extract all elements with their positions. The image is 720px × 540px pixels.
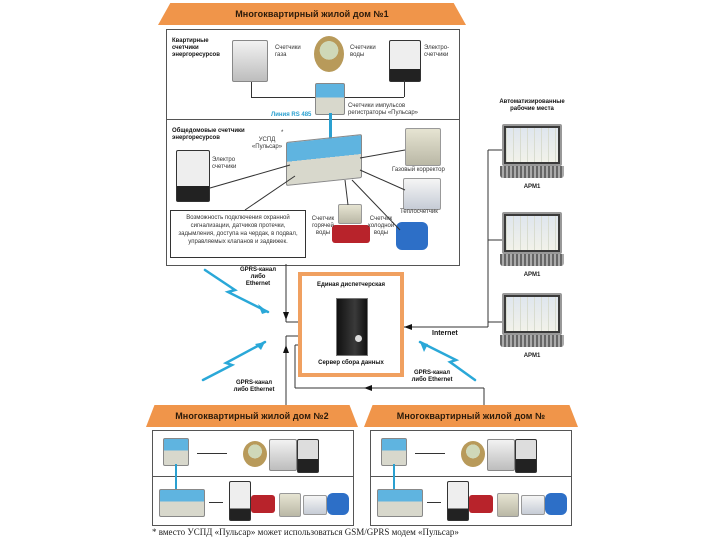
laptop-icon	[502, 212, 562, 254]
server-tower-icon	[336, 298, 368, 356]
common-electric-meter-icon	[176, 150, 210, 202]
building-n-title: Многоквартирный жилой дом №	[396, 411, 546, 421]
wire	[404, 80, 405, 97]
gas-corrector-icon	[279, 493, 301, 517]
gprs-bottom-right-label: GPRS-канал либо Ethernet	[411, 370, 453, 383]
workstations-heading: Автоматизированные рабочие места	[499, 99, 565, 112]
workstation-1[interactable]: АРМ1	[500, 124, 564, 190]
hot-water-meter-icon	[251, 495, 275, 513]
wireless-link-icon	[418, 340, 477, 382]
pulse-registrar-label: Счетчики импульсов регистраторы «Пульсар…	[348, 103, 418, 116]
electric-meter-icon	[389, 40, 421, 82]
building-1-banner: Многоквартирный жилой дом №1	[158, 3, 466, 25]
arrow-left-icon	[404, 324, 412, 330]
hot-water-meter-label: Счетчик горячей воды	[311, 216, 335, 236]
water-meter-icon	[461, 441, 485, 467]
water-meter-icon	[314, 36, 344, 72]
section-divider	[167, 119, 459, 120]
workstation-3[interactable]: АРМ1	[500, 293, 564, 359]
gas-meter-icon	[269, 439, 297, 471]
cold-water-meter-icon	[396, 222, 428, 250]
rs485-line	[175, 464, 177, 490]
arrow-line	[197, 453, 227, 454]
water-meter-label: Счетчики воды	[350, 45, 376, 58]
rs485-line	[329, 113, 332, 143]
arrow-left-icon	[364, 385, 372, 391]
uspd-icon	[159, 489, 205, 517]
uspd-asterisk: *	[281, 130, 284, 136]
gas-corrector-icon	[497, 493, 519, 517]
laptop-icon	[502, 124, 562, 166]
uspd-icon	[377, 489, 423, 517]
section-divider	[153, 476, 353, 477]
laptop-icon	[502, 293, 562, 335]
electric-meter-icon	[297, 439, 319, 473]
pulse-registrar-icon	[163, 438, 189, 466]
footnote: * вместо УСПД «Пульсар» может использова…	[152, 527, 459, 537]
gas-corrector-label: Газовый корректор	[392, 167, 445, 173]
arrow-up-icon	[283, 345, 289, 353]
arrow-line	[427, 502, 441, 503]
cold-water-meter-icon	[327, 493, 349, 515]
hot-water-meter-sensor-icon	[338, 204, 362, 224]
wireless-link-icon	[203, 268, 270, 314]
keyboard	[500, 254, 564, 266]
cold-water-meter-label: Счетчик холодной воды	[367, 216, 395, 236]
security-note: Возможность подключения охранной сигнали…	[170, 210, 306, 258]
gas-meter-icon	[487, 439, 515, 471]
electric-meter-icon	[229, 481, 251, 521]
workstation-label: АРМ1	[523, 184, 541, 190]
gprs-top-label: GPRS-канал либо Ethernet	[239, 267, 277, 287]
gas-meter-icon	[232, 40, 268, 82]
rs485-line	[393, 464, 395, 490]
server-label: Сервер сбора данных	[318, 360, 384, 366]
dispatch-title: Единая диспетчерская	[317, 282, 385, 288]
pulse-registrar-icon	[381, 438, 407, 466]
common-meters-heading: Общедомовые счетчики энергоресурсов	[172, 128, 245, 141]
building-1-title: Многоквартирный жилой дом №1	[235, 9, 389, 19]
water-meter-icon	[243, 441, 267, 467]
building-n-panel	[370, 430, 572, 526]
heat-meter-icon	[403, 178, 441, 210]
hot-water-meter-icon	[332, 225, 370, 243]
gprs-bottom-left-label: GPRS-канал либо Ethernet	[233, 380, 275, 393]
workstation-2[interactable]: АРМ1	[500, 212, 564, 278]
section-divider	[371, 476, 571, 477]
workstation-label: АРМ1	[523, 353, 541, 359]
internet-label: Internet	[432, 330, 458, 337]
workstation-label: АРМ1	[523, 272, 541, 278]
gas-corrector-icon	[405, 128, 441, 166]
arrow-line	[209, 502, 223, 503]
electric-meter-icon	[515, 439, 537, 473]
arrow-down-icon	[283, 312, 289, 320]
building-2-title: Многоквартирный жилой дом №2	[175, 411, 329, 421]
dispatch-center: Единая диспетчерская Сервер сбора данных	[298, 272, 404, 377]
electric-meter-label: Электро-счетчики	[424, 45, 450, 58]
rs485-label: Линия RS 485	[271, 112, 312, 118]
wireless-link-icon	[201, 340, 267, 382]
keyboard	[500, 166, 564, 178]
heat-meter-label: Теплосчетчик	[400, 209, 438, 215]
apartment-meters-heading: Квартирные счетчики энергоресурсов	[172, 38, 220, 58]
building-n-banner: Многоквартирный жилой дом №	[364, 405, 578, 427]
building-2-banner: Многоквартирный жилой дом №2	[146, 405, 358, 427]
uspd-label: УСПД «Пульсар»	[251, 137, 283, 150]
keyboard	[500, 335, 564, 347]
building-2-panel	[152, 430, 354, 526]
electric-meter-icon	[447, 481, 469, 521]
wire	[251, 82, 252, 97]
cold-water-meter-icon	[545, 493, 567, 515]
common-electric-meter-label: Электро счетчики	[212, 157, 237, 170]
arrow-line	[415, 453, 445, 454]
heat-meter-icon	[303, 495, 327, 515]
gas-meter-label: Счетчики газа	[275, 45, 301, 58]
heat-meter-icon	[521, 495, 545, 515]
hot-water-meter-icon	[469, 495, 493, 513]
